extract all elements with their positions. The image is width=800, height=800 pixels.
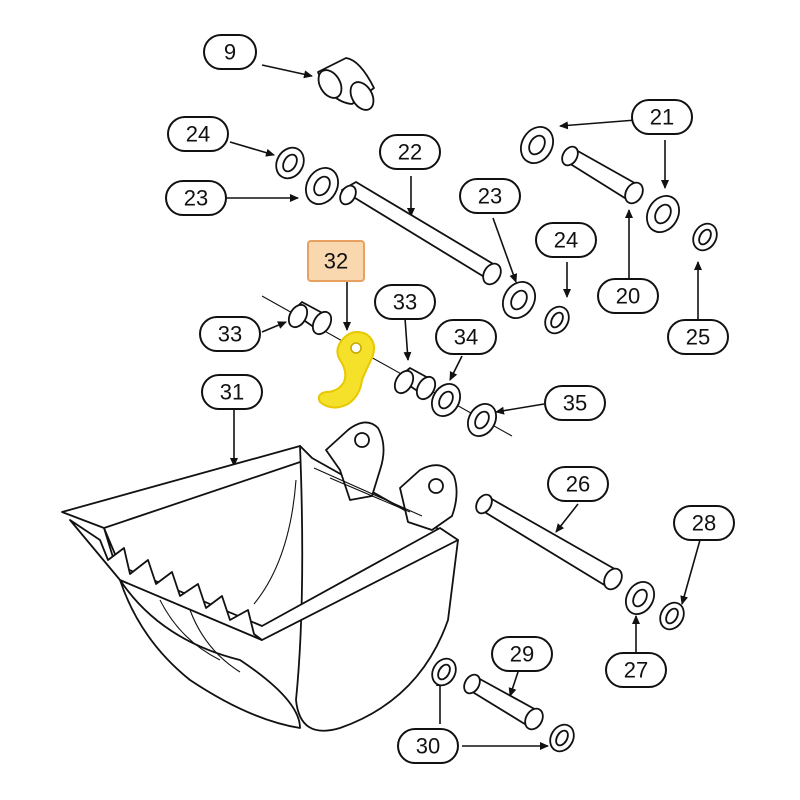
callout-34-text: 34 <box>454 325 478 350</box>
callout-21-text: 21 <box>650 105 674 130</box>
part-30-snap-ring-lower <box>549 723 575 753</box>
leader-21a <box>559 119 637 130</box>
part-23-washer-left <box>305 167 339 205</box>
leader-34 <box>449 355 463 381</box>
part-23-washer-right <box>502 281 536 319</box>
callout-29[interactable]: 29 <box>491 636 553 672</box>
callout-27-text: 27 <box>624 658 648 683</box>
part-24-ring-right <box>544 305 570 335</box>
callout-27[interactable]: 27 <box>605 652 667 688</box>
part-27-washer <box>624 581 656 615</box>
leader-lines <box>222 64 702 750</box>
part-33-spacer-left <box>287 301 333 336</box>
callout-24-upper[interactable]: 24 <box>167 116 229 152</box>
callout-23-left[interactable]: 23 <box>165 180 227 216</box>
leader-24a <box>229 141 275 157</box>
part-32-hook <box>317 331 375 409</box>
callout-21[interactable]: 21 <box>631 99 693 135</box>
leader-33b <box>403 317 412 361</box>
callout-28-text: 28 <box>692 511 716 536</box>
callout-25-text: 25 <box>686 325 710 350</box>
callout-23-left-text: 23 <box>184 186 208 211</box>
part-34-washer <box>430 383 462 417</box>
part-29-pin <box>463 673 544 731</box>
callout-24-right-text: 24 <box>554 228 578 253</box>
callout-33-left-text: 33 <box>218 322 242 347</box>
callout-20[interactable]: 20 <box>597 278 659 314</box>
part-25-snap-ring <box>692 222 718 252</box>
callout-35[interactable]: 35 <box>544 385 606 421</box>
part-9-bushing <box>317 57 375 111</box>
leader-26 <box>555 503 579 533</box>
leader-23b <box>492 217 518 283</box>
callout-33-left[interactable]: 33 <box>199 316 261 352</box>
part-30-snap-ring-upper <box>431 657 457 687</box>
callout-35-text: 35 <box>563 391 587 416</box>
callout-24-upper-text: 24 <box>186 122 210 147</box>
part-21-washer-top <box>520 126 554 164</box>
callout-32-highlighted[interactable]: 32 <box>307 240 365 282</box>
part-26-pin <box>475 493 623 591</box>
leader-9 <box>261 64 313 79</box>
callout-30[interactable]: 30 <box>397 728 459 764</box>
leader-28 <box>680 539 701 605</box>
callout-26-text: 26 <box>566 472 590 497</box>
part-35-washer <box>466 403 498 437</box>
part-22-pin <box>339 181 502 286</box>
callout-34[interactable]: 34 <box>435 319 497 355</box>
callout-28[interactable]: 28 <box>673 505 735 541</box>
part-33-spacer-right <box>393 367 437 401</box>
callout-31[interactable]: 31 <box>201 374 263 410</box>
part-31-bucket <box>61 421 459 732</box>
callout-labels: 9 24 23 22 21 23 24 20 <box>165 34 735 764</box>
callout-29-text: 29 <box>510 642 534 667</box>
callout-25[interactable]: 25 <box>667 319 729 355</box>
leader-33a <box>261 321 287 333</box>
part-20-pin <box>561 145 644 205</box>
callout-33-right[interactable]: 33 <box>374 284 436 320</box>
callout-22-text: 22 <box>398 140 422 165</box>
callout-30-text: 30 <box>416 734 440 759</box>
callout-24-right[interactable]: 24 <box>535 222 597 258</box>
part-28-snap-ring <box>659 601 685 631</box>
part-24-ring-left <box>275 146 305 180</box>
callout-20-text: 20 <box>616 284 640 309</box>
callout-23-right-text: 23 <box>478 184 502 209</box>
leader-35 <box>495 403 545 415</box>
callout-22[interactable]: 22 <box>379 134 441 170</box>
callout-31-text: 31 <box>220 380 244 405</box>
callout-9[interactable]: 9 <box>203 34 257 70</box>
callout-33-right-text: 33 <box>393 290 417 315</box>
callout-26[interactable]: 26 <box>547 466 609 502</box>
leader-29 <box>508 671 519 697</box>
part-21-washer-right <box>646 195 680 233</box>
callout-32-text: 32 <box>324 249 348 274</box>
callout-9-text: 9 <box>224 40 236 65</box>
callout-23-right[interactable]: 23 <box>459 178 521 214</box>
